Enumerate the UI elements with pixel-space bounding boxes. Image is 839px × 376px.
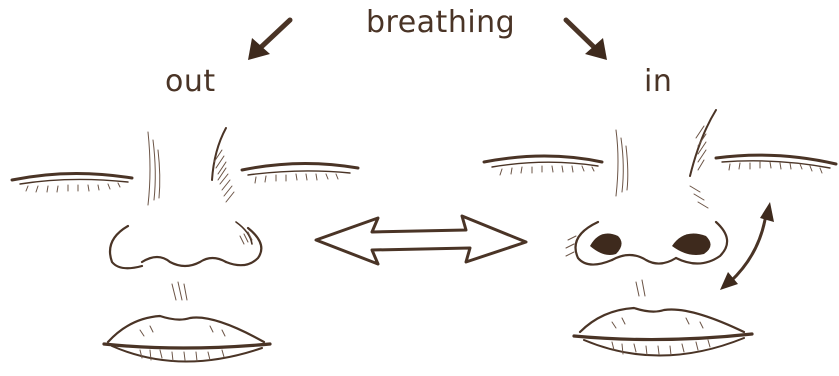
left-face-out xyxy=(12,128,358,362)
left-face-nose-bridge xyxy=(148,128,234,205)
arrow-to-in-icon xyxy=(566,20,607,60)
diagram-title: breathing xyxy=(366,8,515,38)
right-face-nose xyxy=(566,222,727,265)
left-face-left-eye xyxy=(12,173,132,192)
arrow-to-out-icon xyxy=(248,20,290,60)
right-face-nose-bridge xyxy=(616,110,716,208)
right-face-right-eye xyxy=(716,155,836,173)
left-face-philtrum xyxy=(172,282,187,300)
right-face-left-eye xyxy=(484,156,602,175)
right-face-lips xyxy=(574,308,752,356)
right-face-in xyxy=(484,110,836,356)
comparison-double-arrow-icon xyxy=(316,216,526,264)
left-face-lips xyxy=(104,316,270,362)
right-face-philtrum xyxy=(636,280,645,296)
left-face-right-eye xyxy=(242,163,358,183)
label-in: in xyxy=(644,67,672,97)
label-out: out xyxy=(165,67,216,97)
left-face-nose xyxy=(110,222,261,268)
nostril-flare-arrow-icon xyxy=(720,202,774,290)
